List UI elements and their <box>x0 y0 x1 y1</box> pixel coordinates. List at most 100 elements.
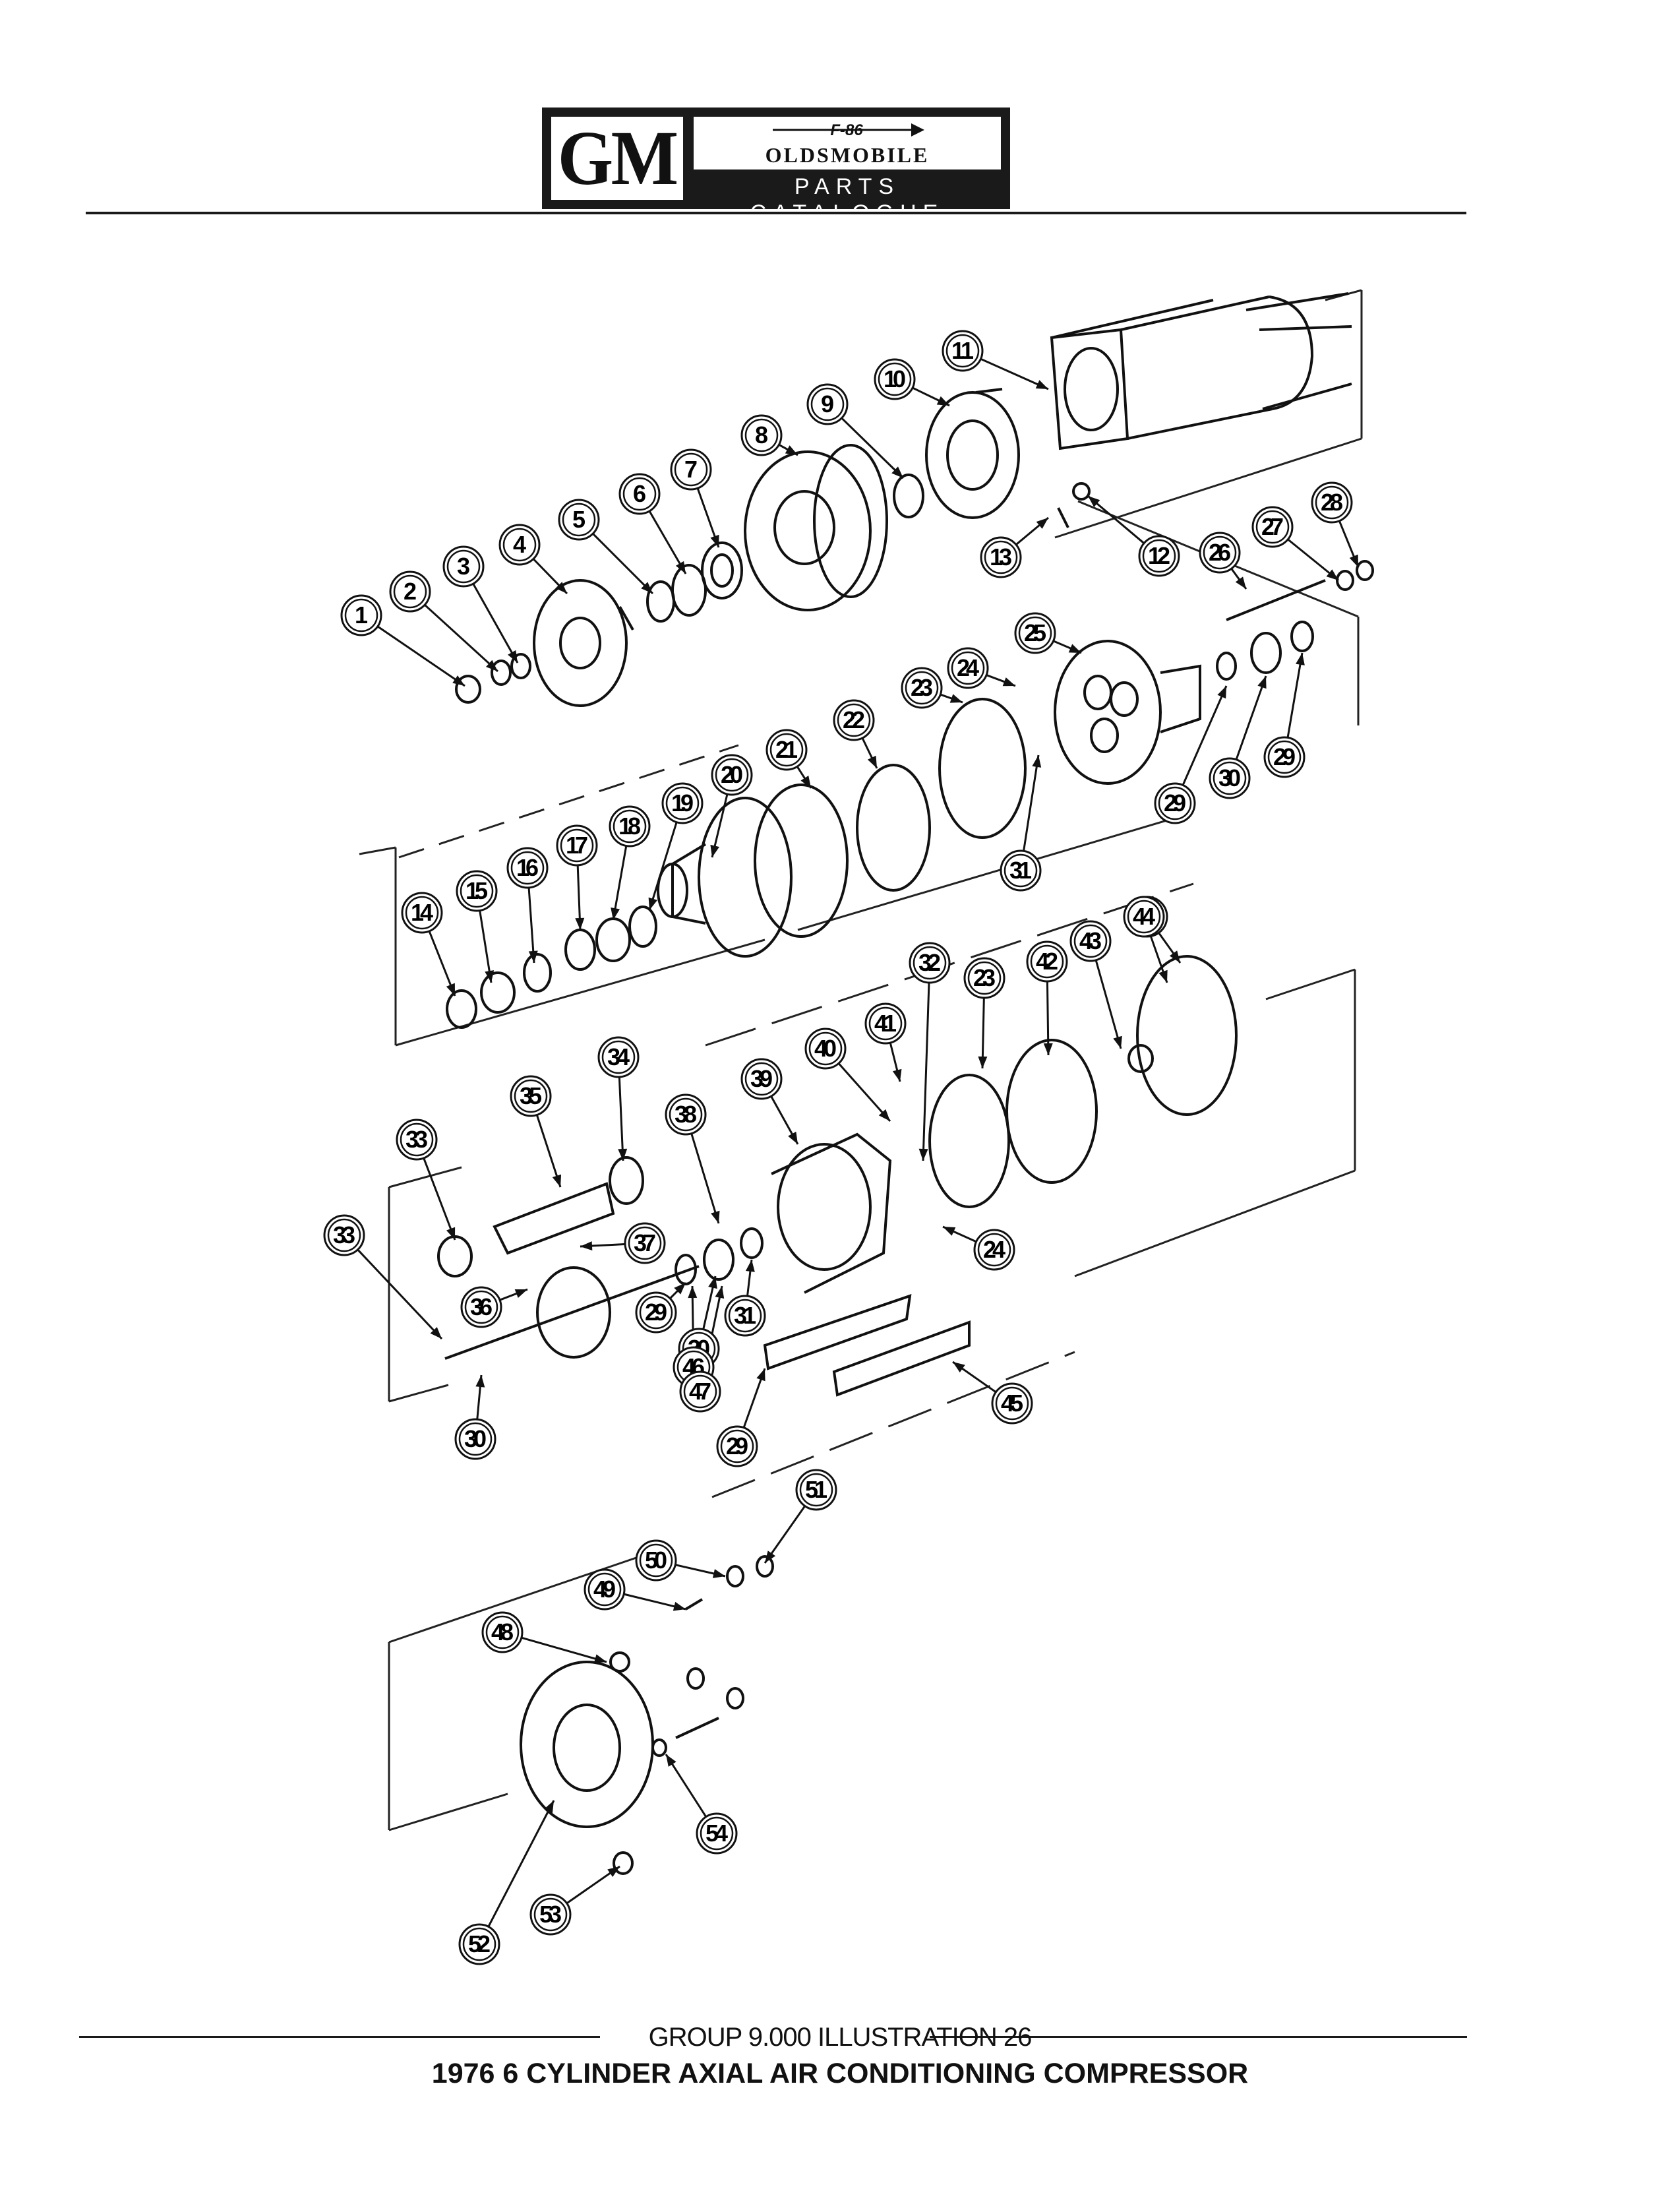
callout-number: 49 <box>593 1576 616 1603</box>
callout-number: 26 <box>1209 539 1231 566</box>
callout-37: 37 <box>624 1222 666 1264</box>
callout-arrowhead <box>978 1056 988 1068</box>
oil-pump-gear <box>1127 1044 1154 1073</box>
plug-51 <box>613 1851 634 1875</box>
frame-line <box>395 938 765 1047</box>
pulley-bearing <box>701 541 743 599</box>
thrust-bearing <box>1250 632 1282 674</box>
callout-number: 29 <box>1164 789 1186 816</box>
callout-arrowhead <box>485 970 495 983</box>
callout-50: 50 <box>635 1539 677 1582</box>
callout-arrowhead <box>508 650 518 663</box>
callout-number: 11 <box>951 337 974 364</box>
callout-number: 53 <box>539 1901 562 1928</box>
felt-14 <box>446 989 477 1029</box>
callout-arrowhead <box>675 561 686 574</box>
callout-leader-29 <box>1182 685 1228 786</box>
callout-33: 33 <box>396 1119 438 1161</box>
callout-arrowhead <box>918 1148 928 1161</box>
callout-number: 48 <box>491 1618 514 1645</box>
callout-number: 47 <box>689 1378 711 1405</box>
frame-line <box>388 1549 660 1644</box>
callout-arrowhead <box>943 1227 956 1236</box>
callout-arrowhead <box>867 755 877 768</box>
thrust-washer <box>1216 652 1237 681</box>
callout-leader-33 <box>423 1157 456 1241</box>
callout-leader-30 <box>1235 675 1267 760</box>
frame-line <box>711 1351 1075 1498</box>
front-head <box>657 797 793 958</box>
frame-line <box>1265 968 1356 1000</box>
callout-arrowhead <box>452 675 465 686</box>
callout-leader-12 <box>1087 495 1145 544</box>
callout-arrowhead <box>1036 518 1048 529</box>
callout-47: 47 <box>679 1370 721 1413</box>
retaining-ring <box>893 474 924 518</box>
callout-number: 2 <box>404 578 417 605</box>
o-ring-49 <box>756 1555 774 1578</box>
callout-arrowhead <box>891 466 903 478</box>
callout-arrowhead <box>446 983 455 996</box>
callout-number: 23 <box>911 674 933 701</box>
callout-arrowhead <box>1326 569 1338 580</box>
callout-arrowhead <box>618 1148 628 1161</box>
callout-leader-32 <box>922 982 930 1161</box>
callout-31: 31 <box>1000 849 1042 892</box>
frame-line <box>1054 437 1362 539</box>
frame-line <box>359 846 396 855</box>
compressor-parts <box>437 292 1374 1875</box>
callout-number: 33 <box>405 1126 428 1153</box>
callout-arrowhead <box>1002 677 1015 687</box>
callout-number: 29 <box>645 1299 667 1326</box>
callout-14: 14 <box>401 892 443 934</box>
callout-number: 31 <box>1009 857 1032 884</box>
callout-arrowhead <box>788 1131 798 1144</box>
rear-cylinder-half <box>771 1132 892 1294</box>
callout-45: 45 <box>991 1382 1033 1425</box>
callout-arrowhead <box>949 694 963 703</box>
callout-number: 19 <box>671 789 694 816</box>
illustration-caption: 1976 6 CYLINDER AXIAL AIR CONDITIONING C… <box>431 2058 1249 2089</box>
callout-number: 24 <box>983 1236 1005 1263</box>
callout-arrowhead <box>710 534 719 547</box>
callout-number: 12 <box>1148 542 1170 569</box>
gasket-44 <box>763 1294 912 1370</box>
callout-22: 22 <box>833 699 875 741</box>
discharge-valve-plate <box>856 764 931 892</box>
callout-leader-40 <box>837 1062 891 1122</box>
callout-8: 8 <box>740 414 783 456</box>
callout-number: 30 <box>1218 764 1241 791</box>
callout-number: 13 <box>990 543 1012 570</box>
gm-logo-text: GM <box>558 115 678 201</box>
callout-leader-3 <box>472 583 519 663</box>
callout-number: 23 <box>973 964 996 991</box>
front-cylinder-half <box>1054 640 1201 785</box>
callout-leader-54 <box>665 1754 707 1818</box>
callout-number: 40 <box>814 1035 837 1062</box>
callout-number: 35 <box>520 1082 542 1109</box>
callout-arrowhead <box>666 1754 676 1767</box>
seal-o-ring <box>628 906 657 948</box>
callout-40: 40 <box>804 1028 847 1070</box>
callout-number: 9 <box>821 390 834 417</box>
callout-arrowhead <box>1217 686 1226 699</box>
callout-leader-33 <box>357 1248 443 1340</box>
head-o-ring <box>1136 955 1238 1116</box>
pressure-relief-valve <box>684 1598 704 1611</box>
nut <box>455 675 481 704</box>
callout-arrowhead <box>1257 676 1267 689</box>
callout-29: 29 <box>635 1291 677 1334</box>
callout-leader-19 <box>648 822 678 911</box>
callout-arrowhead <box>1296 653 1305 665</box>
ring-16 <box>523 953 552 993</box>
callout-arrowhead <box>1068 644 1081 653</box>
seal-assembly <box>564 929 596 971</box>
callout-number: 21 <box>775 736 798 763</box>
callout-arrowhead <box>514 1289 527 1299</box>
callout-43: 43 <box>1069 920 1112 962</box>
callout-9: 9 <box>806 383 849 425</box>
callout-arrowhead <box>745 1260 755 1272</box>
callout-number: 43 <box>1079 927 1102 954</box>
callout-arrowhead <box>785 445 798 455</box>
